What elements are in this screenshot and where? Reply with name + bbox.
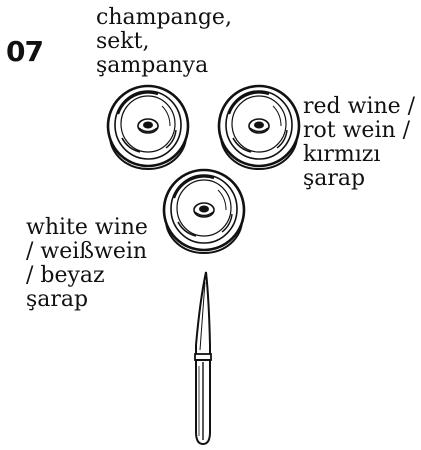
- champagne-label-line: champange,: [96, 5, 232, 30]
- knife-icon: [194, 271, 212, 446]
- step-number: 07: [6, 35, 44, 68]
- white-wine-glass-icon: [162, 168, 246, 255]
- red-wine-label-line: red wine /: [303, 94, 416, 119]
- red-wine-label-line: rot wein /: [303, 118, 411, 143]
- red-wine-label-line: şarap: [303, 166, 366, 191]
- white-wine-label-line: / weißwein: [26, 239, 148, 264]
- red-wine-glass-icon: [217, 84, 301, 171]
- champagne-label-line: şampanya: [96, 53, 209, 78]
- champagne-label-line: sekt,: [96, 29, 150, 54]
- champagne-glass-icon: [106, 84, 190, 171]
- white-wine-label-line: white wine: [26, 215, 148, 240]
- white-wine-label-line: / beyaz: [26, 263, 105, 288]
- red-wine-label: red wine / rot wein / kırmızı şarap: [303, 95, 415, 191]
- champagne-label: champange, sekt, şampanya: [96, 6, 232, 78]
- white-wine-label: white wine / weißwein / beyaz şarap: [26, 216, 148, 312]
- red-wine-label-line: kırmızı: [303, 142, 381, 167]
- white-wine-label-line: şarap: [26, 287, 89, 312]
